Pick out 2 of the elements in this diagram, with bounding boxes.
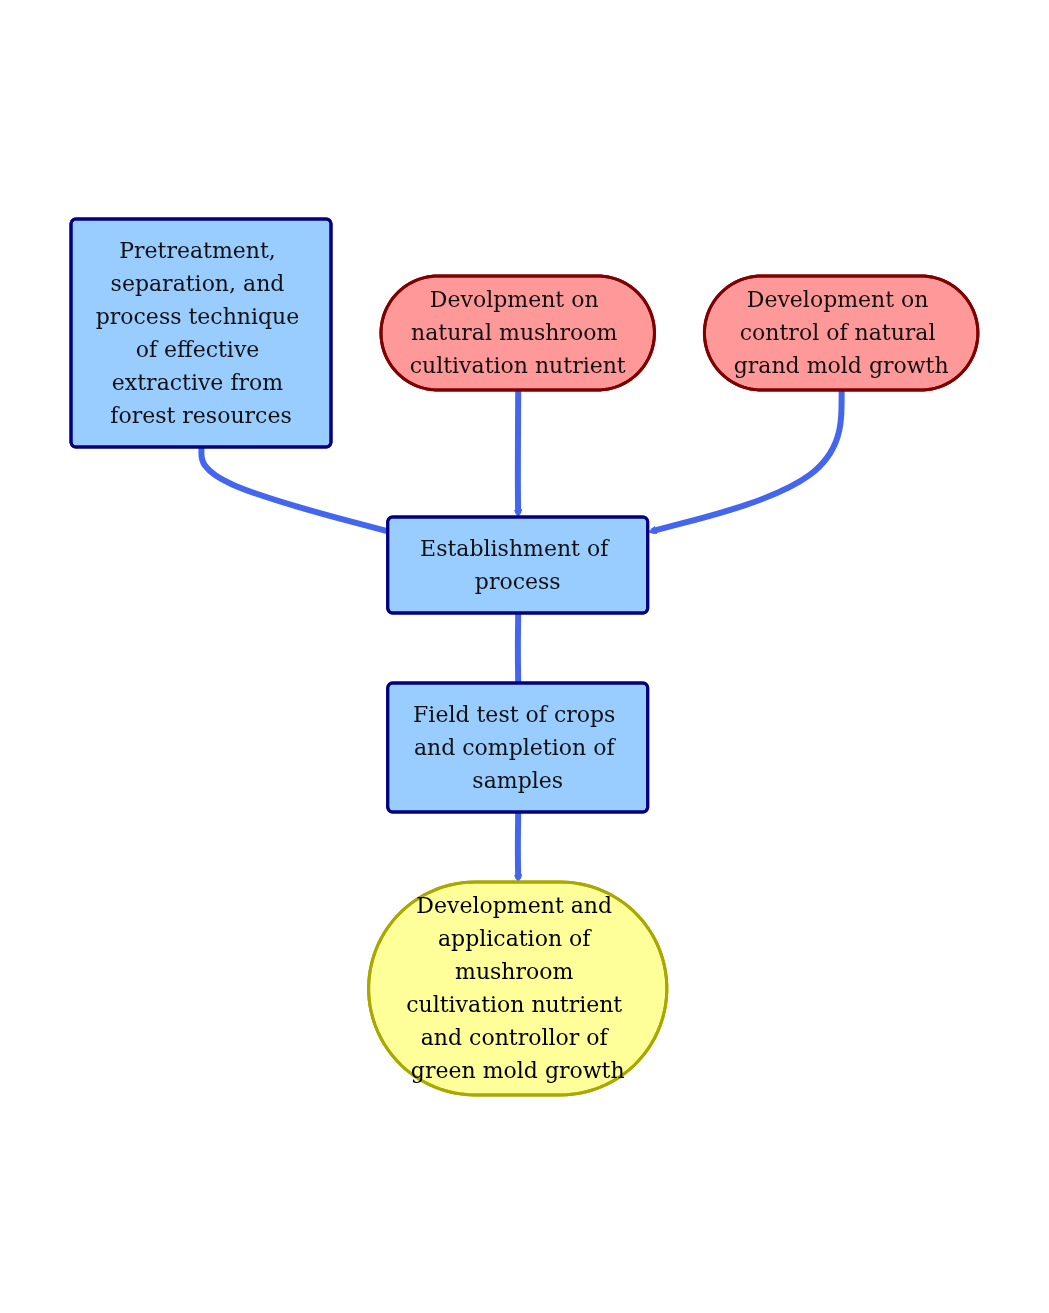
arrow xyxy=(647,390,845,534)
connector xyxy=(514,612,522,684)
